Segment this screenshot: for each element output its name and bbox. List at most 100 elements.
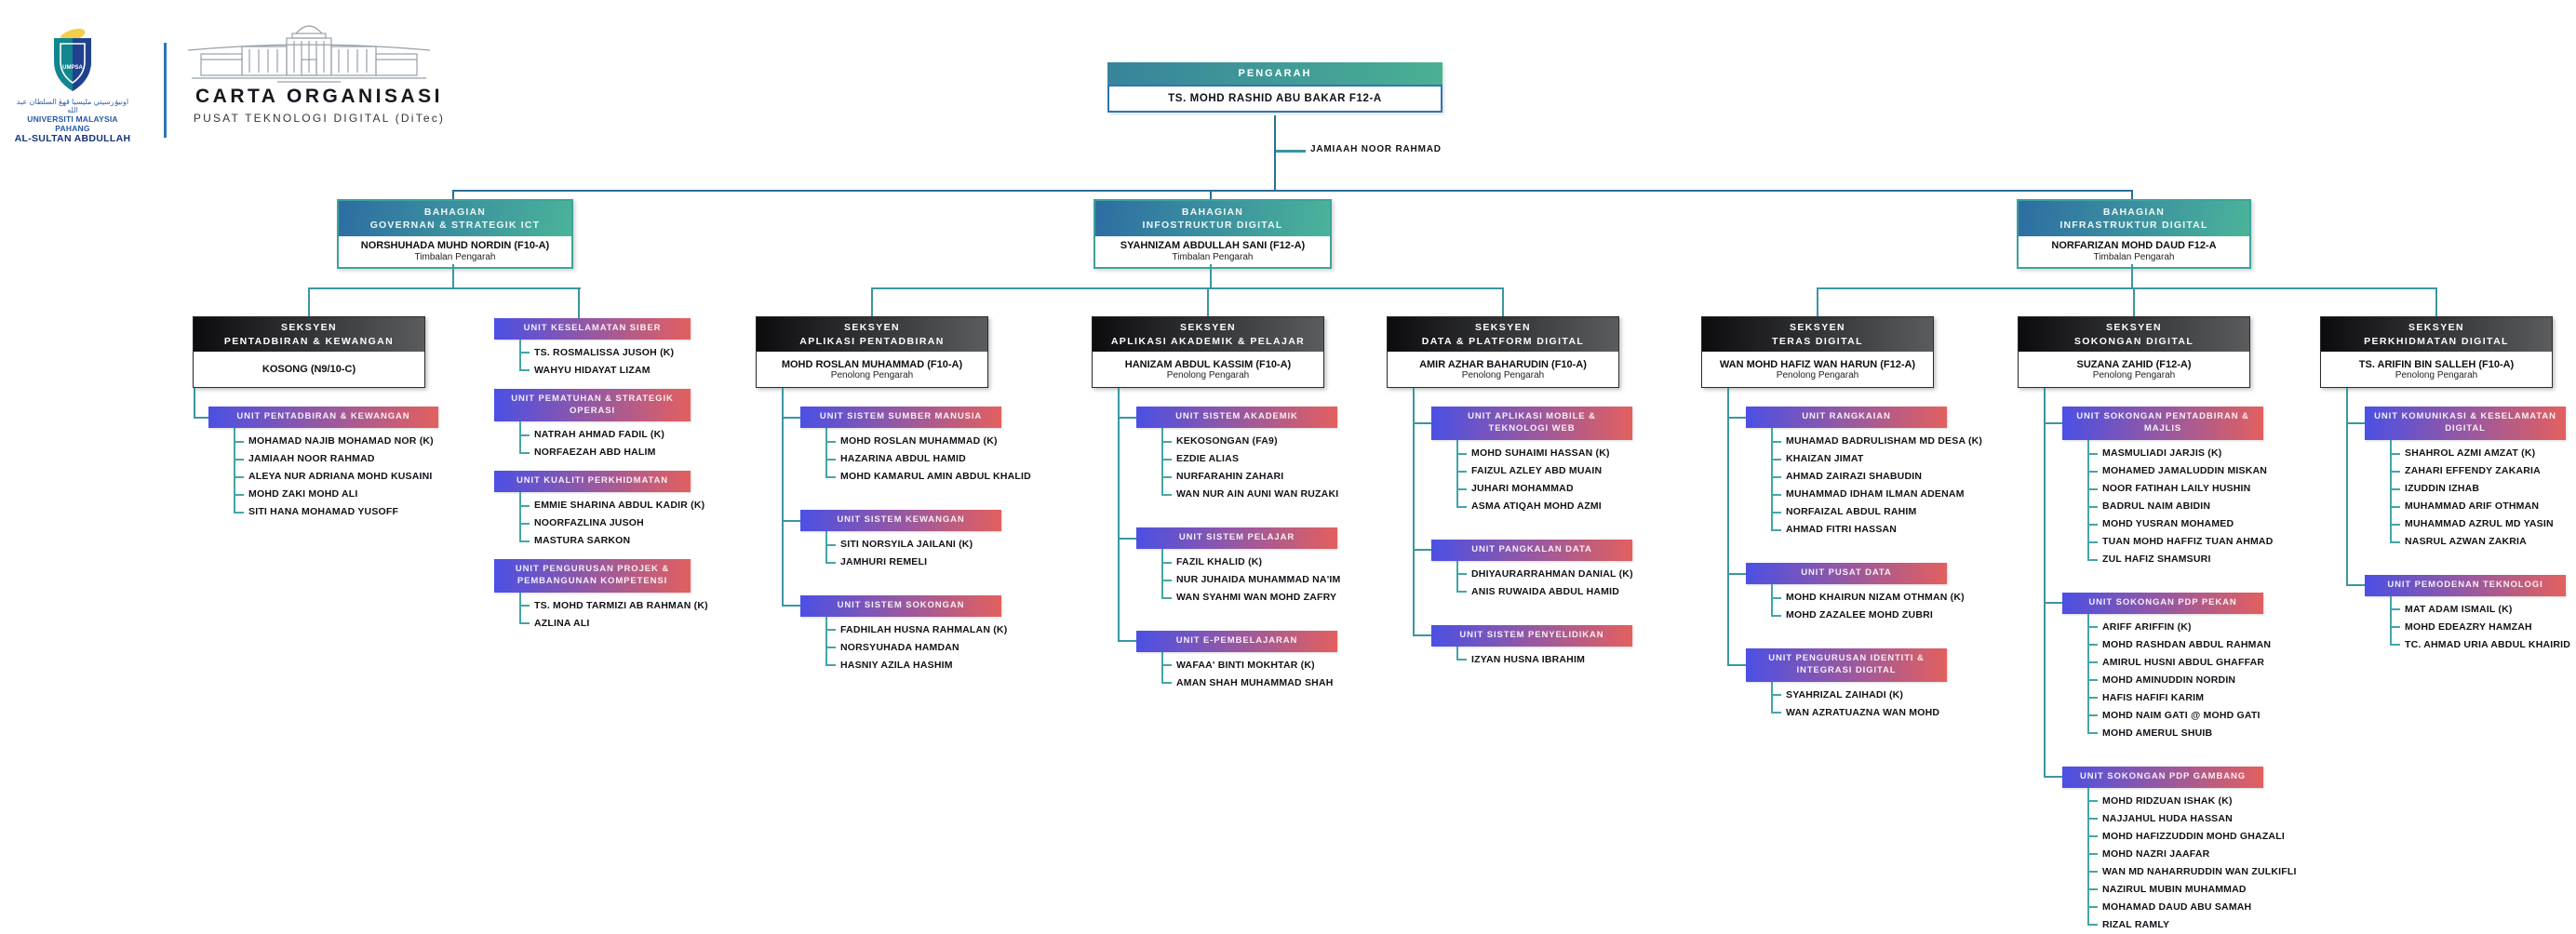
unit-member: MUHAMMAD ARIF OTHMAN [2390,498,2553,515]
unit-member: NATRAH AHMAD FADIL (K) [519,421,691,445]
unit-member: MOHD RIDZUAN ISHAK (K) [2087,787,2250,810]
unit-member: WAN AZRATUAZNA WAN MOHD [1771,703,1939,722]
unit-members: DHIYAURARRAHMAN DANIAL (K)ANIS RUWAIDA A… [1456,560,1633,601]
unit-block-unit-pengurusan-projek-pembangunan-kompetensi: UNIT PENGURUSAN PROJEK & PEMBANGUNAN KOM… [494,559,708,633]
unit-header: UNIT KOMUNIKASI & KESELAMATAN DIGITAL [2346,407,2566,440]
unit-header: UNIT SISTEM AKADEMIK [1118,407,1337,429]
unit-member: NOOR FATIHAH LAILY HUSHIN [2087,480,2250,498]
unit-member: AMIRUL HUSNI ABDUL GHAFFAR [2087,653,2264,672]
unit-member: HAFIS HAFIFI KARIM [2087,688,2250,707]
connector-line [578,287,580,318]
seksyen-head-name: HANIZAM ABDUL KASSIM (F10-A) [1124,358,1292,370]
unit-member: SHAHROL AZMI AMZAT (K) [2390,440,2553,462]
unit-member: NASRUL AZWAN ZAKRIA [2390,533,2553,551]
unit-members: TS. ROSMALISSA JUSOH (K)WAHYU HIDAYAT LI… [519,339,691,380]
unit-member: SITI HANA MOHAMAD YUSOFF [234,503,425,521]
unit-member: ZAHARI EFFENDY ZAKARIA [2390,462,2553,480]
unit-header: UNIT E-PEMBELAJARAN [1118,631,1337,652]
connector-line [1207,287,1209,316]
unit-header: UNIT SOKONGAN PENTADBIRAN & MAJLIS [2044,407,2263,440]
unit-header: UNIT SOKONGAN PDP PEKAN [2044,593,2263,614]
unit-members: FAZIL KHALID (K)NUR JUHAIDA MUHAMMAD NA'… [1161,549,1340,607]
unit-member: IZYAN HUSNA IBRAHIM [1456,646,1619,669]
logo-university-name: UNIVERSITI MALAYSIA PAHANG [27,114,118,133]
connector-line [782,388,784,607]
unit-member: EZDIE ALIAS [1161,450,1324,469]
connector-line [2131,190,2133,199]
pengarah-box: PENGARAH TS. MOHD RASHID ABU BAKAR F12-A [1107,62,1442,113]
unit-member: MOHD HAFIZZUDDIN MOHD GHAZALI [2087,827,2285,846]
seksyen-title-line2: PERKHIDMATAN DIGITAL [2364,335,2509,347]
connector-line [1276,150,1306,153]
unit-member: WAFAA' BINTI MOKHTAR (K) [1161,651,1324,674]
connector-line [2133,287,2135,316]
unit-member: MOHD NAZRI JAAFAR [2087,845,2250,863]
unit-members: MUHAMAD BADRULISHAM MD DESA (K)KHAIZAN J… [1771,428,1982,539]
unit-members: EMMIE SHARINA ABDUL KADIR (K)NOORFAZLINA… [519,492,704,550]
unit-header: UNIT APLIKASI MOBILE & TEKNOLOGI WEB [1413,407,1632,440]
connector-line [1274,115,1276,191]
unit-member: MOHD AMINUDDIN NORDIN [2087,671,2250,689]
unit-member: KHAIZAN JIMAT [1771,450,1934,469]
unit-member: MOHD AMERUL SHUIB [2087,724,2250,742]
unit-member: AZLINA ALI [519,614,691,633]
unit-header: UNIT SISTEM PELAJAR [1118,527,1337,549]
unit-member: MOHD RASHDAN ABDUL RAHMAN [2087,635,2271,654]
bahagian-name: NORFARIZAN MOHD DAUD F12-A [2051,240,2217,252]
unit-member: HAZARINA ABDUL HAMID [825,450,988,469]
unit-member: NAZIRUL MUBIN MUHAMMAD [2087,880,2250,899]
unit-members: FADHILAH HUSNA RAHMALAN (K)NORSYUHADA HA… [825,616,1007,674]
bahagian-name: NORSHUHADA MUHD NORDIN (F10-A) [360,240,550,252]
seksyen-head-role: Penolong Pengarah [1461,369,1545,380]
unit-member: FADHILAH HUSNA RAHMALAN (K) [825,616,1007,639]
unit-member: SITI NORSYILA JAILANI (K) [825,531,988,554]
unit-member: AHMAD ZAIRAZI SHABUDIN [1771,468,1934,487]
unit-member: NORFAEZAH ABD HALIM [519,444,691,461]
unit-member: ANIS RUWAIDA ABDUL HAMID [1456,582,1619,601]
connector-line [1817,287,2437,289]
unit-members: IZYAN HUSNA IBRAHIM [1456,646,1619,669]
university-logo: UMPSA اونيۏرسيتي مليسيا ڤهڠ السلطان عبد … [11,26,134,144]
unit-members: TS. MOHD TARMIZI AB RAHMAN (K)AZLINA ALI [519,592,708,633]
unit-member: EMMIE SHARINA ABDUL KADIR (K) [519,492,704,515]
unit-header: UNIT PEMODENAN TEKNOLOGI [2346,575,2566,596]
seksyen-head-name: KOSONG (N9/10-C) [262,364,356,376]
bahagian-role: Timbalan Pengarah [2093,252,2175,263]
unit-member: MOHD YUSRAN MOHAMED [2087,515,2250,533]
page-title: CARTA ORGANISASI [195,86,443,107]
unit-member: MOHAMAD DAUD ABU SAMAH [2087,898,2251,916]
unit-members: MASMULIADI JARJIS (K)MOHAMED JAMALUDDIN … [2087,440,2273,568]
unit-member: NAJJAHUL HUDA HASSAN [2087,809,2250,828]
seksyen-title-line1: SEKSYEN [281,322,337,333]
unit-header: UNIT PEMATUHAN & STRATEGIK OPERASI [494,388,691,422]
unit-member: TS. MOHD TARMIZI AB RAHMAN (K) [519,592,708,615]
connector-line [871,287,1504,289]
unit-member: TUAN MOHD HAFFIZ TUAN AHMAD [2087,533,2273,551]
connector-line [1413,388,1415,636]
